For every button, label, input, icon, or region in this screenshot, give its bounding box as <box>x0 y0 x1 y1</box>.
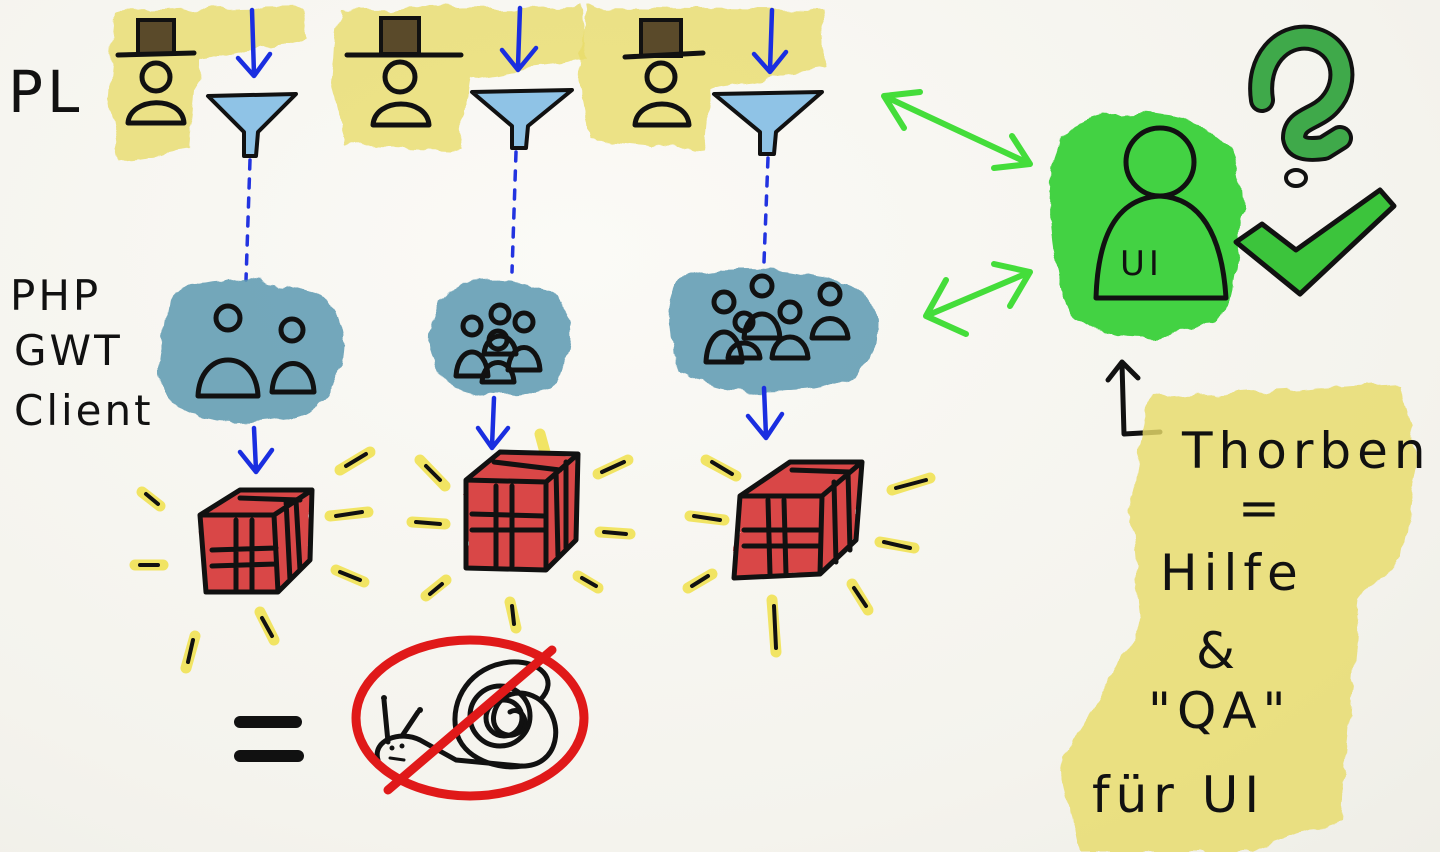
dashed-connectors <box>244 150 770 282</box>
pl-label: PL <box>8 58 83 126</box>
funnel-icon <box>206 92 298 158</box>
team-member-icon <box>809 281 851 341</box>
checkmark-icon <box>1233 187 1397 297</box>
equals-sign <box>234 716 304 762</box>
php-label: PHP <box>10 271 101 320</box>
team-member-icon <box>195 303 261 399</box>
gwt-label: GWT <box>14 326 123 375</box>
snail-icon <box>374 659 559 770</box>
team-member-icon <box>725 310 763 361</box>
team-member-icon <box>769 299 811 361</box>
thorben-highlight <box>1060 384 1420 852</box>
package-icon <box>682 454 936 658</box>
hat-person-icon <box>622 18 706 128</box>
funnel-icon <box>470 88 574 150</box>
sparkle-rays <box>682 454 936 658</box>
team-member-icon <box>269 316 317 395</box>
green-double-arrows <box>881 89 1033 337</box>
thorben-equals: = <box>1238 479 1286 537</box>
pl-highlight <box>108 6 825 160</box>
sparkle-rays <box>129 446 376 674</box>
sparkle-rays <box>406 428 636 634</box>
hat-person-icon <box>344 16 464 128</box>
fuer-ui-text: für UI <box>1092 766 1265 824</box>
ui-person-label: UI <box>1120 244 1163 284</box>
output-arrows <box>237 385 785 475</box>
no-sign-icon <box>351 635 589 801</box>
team-icon <box>703 273 851 365</box>
input-arrows <box>235 5 789 79</box>
client-label: Client <box>14 386 154 435</box>
thorben-name: Thorben <box>1181 422 1432 480</box>
ui-person-icon <box>1093 125 1229 301</box>
ui-blob <box>1049 112 1242 338</box>
ampersand-text: & <box>1196 622 1241 680</box>
team-member-icon <box>453 314 491 379</box>
hat-person-icon <box>115 18 197 126</box>
qa-text: "QA" <box>1148 682 1292 740</box>
package-icon <box>129 446 376 674</box>
package-icon <box>406 428 636 634</box>
team-member-icon <box>505 310 543 373</box>
team-icon <box>195 303 317 399</box>
team-member-icon <box>479 328 517 385</box>
question-mark-icon <box>1248 24 1355 188</box>
team-icon <box>453 302 543 385</box>
hilfe-text: Hilfe <box>1160 544 1304 602</box>
funnel-icon <box>712 90 824 156</box>
